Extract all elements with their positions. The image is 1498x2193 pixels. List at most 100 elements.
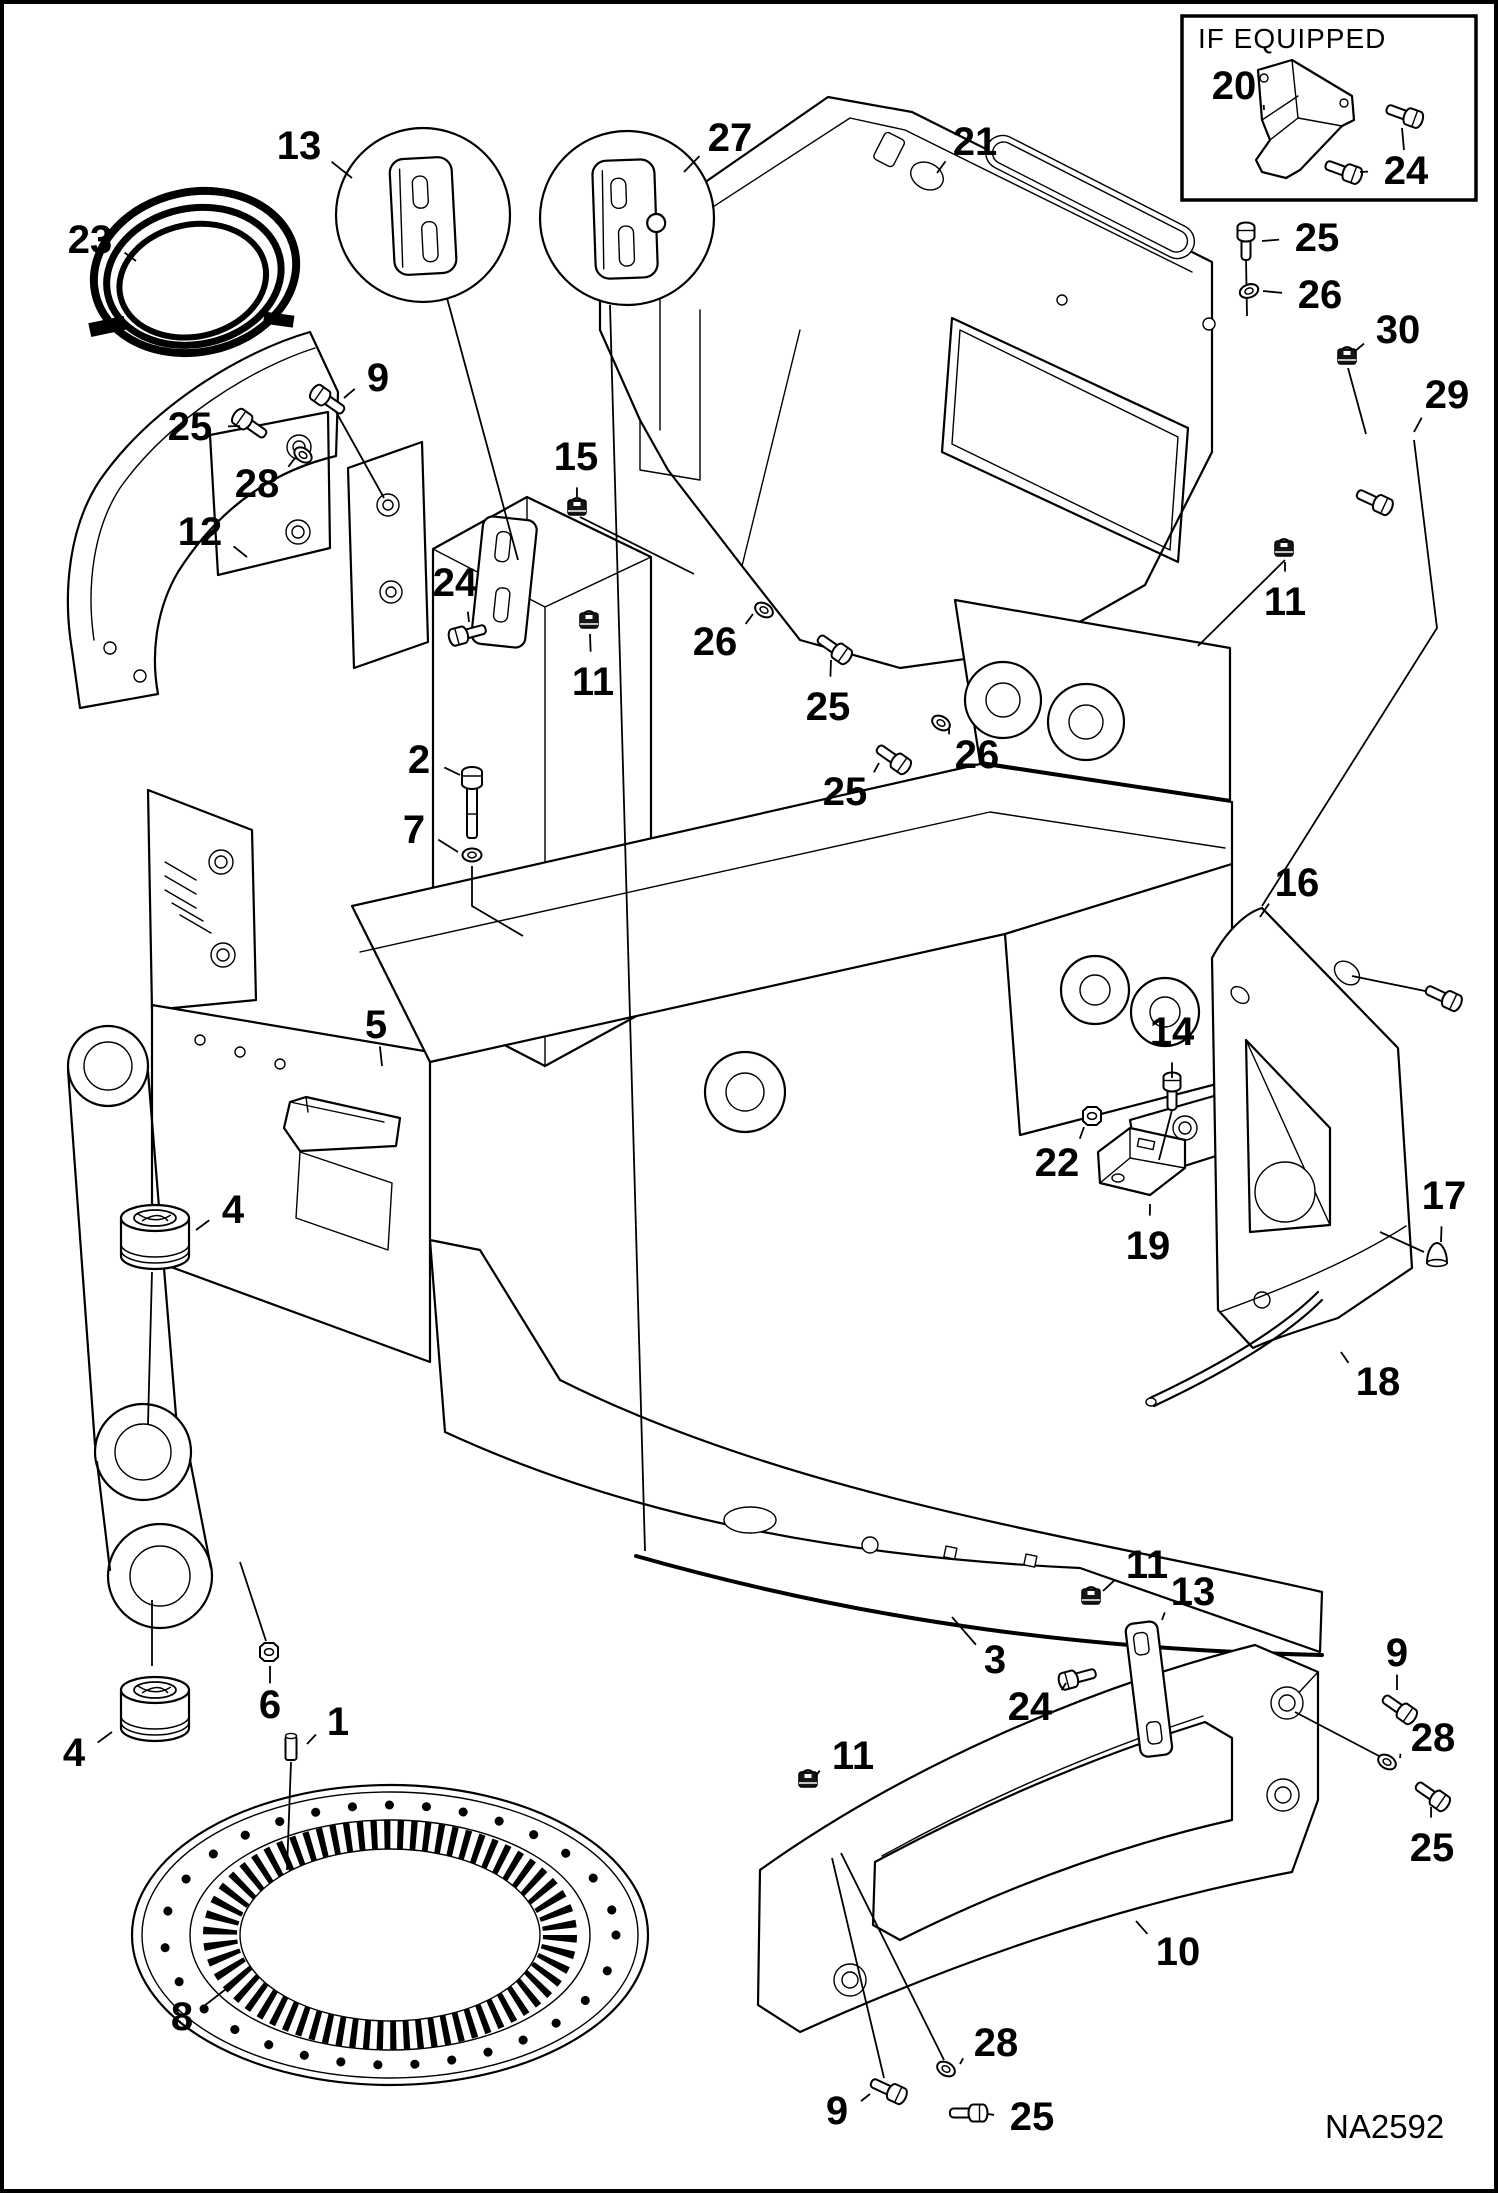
callout-leader-23: [124, 251, 137, 262]
figure-code: NA2592: [1325, 2108, 1444, 2145]
callout-leader-30: [1353, 342, 1365, 353]
callout-leader-26: [744, 613, 754, 625]
callout-number-8: 8: [171, 1995, 193, 2039]
callout-leader-28: [1399, 1753, 1402, 1759]
pin-fastener: [284, 1732, 298, 1761]
callout-leader-13: [1161, 1612, 1166, 1621]
callout-number-9: 9: [367, 356, 389, 400]
callout-leader-8: [204, 1988, 227, 2007]
callout-leader-11: [589, 633, 592, 652]
callout-number-29: 29: [1425, 373, 1470, 417]
callout-leader-25: [987, 2113, 995, 2116]
bottom-panel-10: [756, 1643, 1320, 2034]
callout-number-18: 18: [1356, 1360, 1401, 1404]
callout-leader-28: [287, 457, 296, 468]
callout-leader-24: [466, 611, 470, 623]
lower-strap-bracket-13: [1124, 1620, 1174, 1758]
callout-number-2: 2: [408, 738, 430, 782]
left-swing-arm: [66, 1024, 214, 1743]
callout-leader-25: [829, 659, 832, 677]
callout-leader-22: [1078, 1126, 1085, 1139]
callout-leader-4: [195, 1219, 210, 1231]
hose-coil-23: [88, 186, 301, 358]
callout-number-22: 22: [1035, 1141, 1080, 1185]
callout-leader-7: [437, 838, 459, 853]
callout-leader-11: [1102, 1579, 1115, 1592]
pivot-bushing-4-lower: [119, 1675, 191, 1743]
callout-leader-10: [1135, 1920, 1149, 1935]
callout-leader-16: [1259, 903, 1270, 918]
callout-number-1: 1: [327, 1700, 349, 1744]
leader-lines: [147, 257, 1438, 2079]
callout-leader-9: [343, 388, 356, 399]
callout-number-21: 21: [953, 120, 998, 164]
callout-number-13: 13: [277, 124, 322, 168]
callout-leader-29: [1413, 417, 1423, 433]
callout-number-13: 13: [1171, 1570, 1216, 1614]
right-side-panel-16: [1210, 906, 1414, 1350]
callout-number-28: 28: [974, 2021, 1019, 2065]
callout-number-30: 30: [1376, 308, 1421, 352]
callout-number-11: 11: [572, 660, 614, 704]
callout-leader-12: [232, 545, 248, 558]
callout-leader-21: [936, 160, 947, 174]
callout-number-24: 24: [1384, 149, 1429, 193]
callout-number-25: 25: [823, 770, 868, 814]
callout-number-4: 4: [222, 1188, 245, 1232]
callout-leader-11: [814, 1770, 821, 1778]
nutblack-fastener: [1274, 538, 1294, 557]
callout-number-5: 5: [365, 1003, 387, 1047]
callout-leader-2: [443, 766, 461, 776]
nutblack-fastener: [1081, 1586, 1101, 1605]
detail-circle-13: [334, 126, 512, 304]
callout-number-7: 7: [403, 808, 425, 852]
callout-leader-17: [1440, 1226, 1443, 1243]
nutblack-fastener: [579, 610, 599, 629]
callout-number-11: 11: [832, 1734, 874, 1778]
callout-number-25: 25: [1410, 1826, 1455, 1870]
callout-leader-1: [306, 1733, 317, 1745]
callout-number-25: 25: [168, 405, 213, 449]
callout-leader-25: [1261, 238, 1280, 242]
callout-leader-4: [97, 1731, 113, 1744]
callout-number-26: 26: [955, 733, 1000, 777]
main-frame-weldment-3: [146, 440, 1324, 1657]
nutblack-fastener: [567, 497, 587, 516]
detail-circle-27: [538, 129, 716, 307]
callout-number-12: 12: [178, 510, 223, 554]
callout-number-14: 14: [1150, 1010, 1195, 1054]
callout-number-28: 28: [1411, 1716, 1456, 1760]
callout-number-11: 11: [1264, 580, 1306, 624]
nut-fastener: [259, 1642, 279, 1662]
callout-number-26: 26: [693, 620, 738, 664]
callout-number-25: 25: [806, 685, 851, 729]
callout-number-15: 15: [554, 435, 599, 479]
callout-leader-18: [1340, 1351, 1350, 1364]
callout-leader-3: [951, 1616, 977, 1646]
rubber-trim-strip-18: [1145, 1290, 1324, 1408]
callout-number-24: 24: [1008, 1685, 1053, 1729]
callout-number-9: 9: [1386, 1631, 1408, 1675]
callout-number-26: 26: [1298, 273, 1343, 317]
callout-number-4: 4: [63, 1731, 86, 1775]
callout-leader-27: [683, 155, 701, 173]
nutblack-fastener: [1337, 346, 1357, 365]
inset-title: IF EQUIPPED: [1198, 23, 1386, 54]
callout-leader-9: [860, 2093, 871, 2102]
nut-fastener: [1082, 1106, 1102, 1126]
callout-number-6: 6: [259, 1683, 281, 1727]
if-equipped-inset: IF EQUIPPED: [1180, 14, 1478, 202]
channel-spacer-5: [282, 1095, 402, 1153]
callout-number-11: 11: [1126, 1543, 1168, 1587]
mount-strap-bracket: [470, 515, 538, 649]
support-bracket-20: [1254, 58, 1356, 180]
washer-fastener: [461, 847, 483, 863]
callout-number-16: 16: [1275, 861, 1320, 905]
callout-number-23: 23: [68, 218, 113, 262]
callout-number-9: 9: [826, 2089, 848, 2133]
callout-number-25: 25: [1010, 2095, 1055, 2139]
callout-leader-5: [379, 1046, 383, 1067]
